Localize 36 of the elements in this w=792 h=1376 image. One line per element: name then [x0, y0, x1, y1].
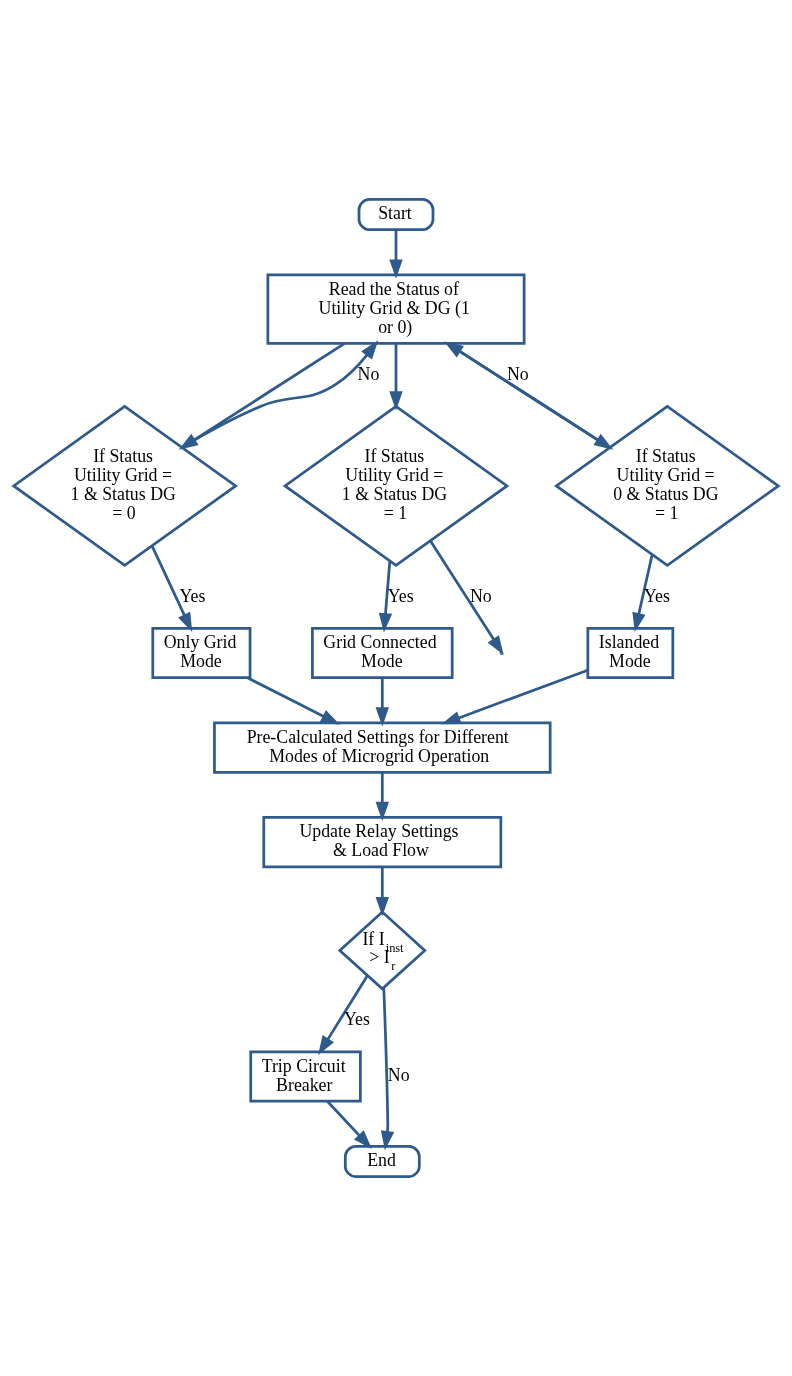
edge-label: Yes: [387, 585, 414, 606]
node-box: Read the Status of Utility Grid & DG (1 or 0): [266, 273, 526, 345]
arrow: [389, 229, 403, 279]
arrow: [150, 545, 193, 633]
arrow: [375, 866, 390, 917]
node-box: Only Grid Mode: [151, 627, 252, 680]
arrow: [326, 1100, 372, 1149]
arrow: [181, 340, 379, 449]
node-box: Trip Circuit Breaker: [249, 1050, 362, 1103]
node-box: Islanded Mode: [586, 627, 675, 680]
arrow: [375, 678, 390, 727]
arrow: [389, 343, 403, 411]
node-box: Pre-Calculated Settings for Different Modes of Microgrid Operation: [213, 721, 552, 774]
node-diamond: If Status Utility Grid = 1 & Status DG = 1: [282, 404, 510, 568]
arrow: [378, 561, 393, 633]
edge-label: Yes: [179, 585, 206, 606]
node-diamond: If I$_{inst}$ > I$_{r}$: [337, 910, 427, 991]
edge-label: No: [357, 363, 380, 384]
node-diamond: If Status Utility Grid = 0 & Status DG = 1: [553, 404, 781, 568]
arrow: [380, 987, 395, 1151]
edge-label: Yes: [644, 585, 670, 606]
edge-label: No: [470, 585, 492, 606]
node-box: End: [343, 1145, 421, 1178]
node-box: Update Relay Settings & Load Flow: [262, 816, 503, 869]
edge-label: Yes: [343, 1008, 370, 1029]
arrow: [318, 974, 369, 1055]
node-box: Grid Connected Mode: [311, 627, 454, 680]
node-diamond: If Status Utility Grid = 1 & Status DG = 0: [11, 404, 239, 568]
arrow: [441, 668, 589, 725]
arrow: [246, 676, 340, 725]
node-box: Start: [357, 198, 435, 231]
arrow: [632, 554, 654, 633]
arrow: [429, 540, 504, 655]
arrow: [375, 772, 389, 822]
edge-label: No: [507, 363, 529, 384]
edge-label: No: [387, 1065, 410, 1086]
